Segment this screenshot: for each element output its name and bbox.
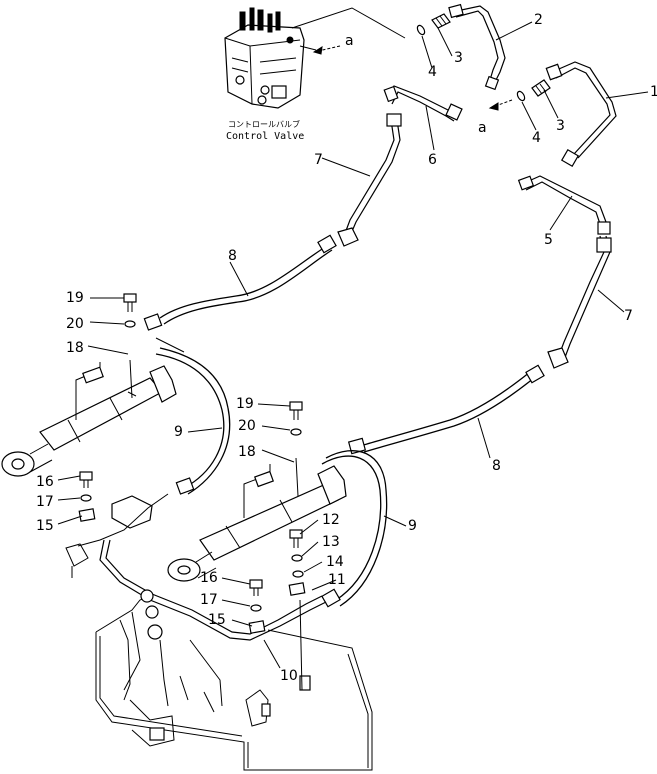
valve-port-leader — [291, 7, 406, 39]
pipe-6 — [383, 85, 463, 122]
pipe-5 — [517, 175, 611, 235]
bolt-12 — [289, 529, 303, 548]
callout-18-right: 18 — [238, 444, 256, 460]
pipe-2 — [448, 3, 506, 91]
callout-19-left: 19 — [66, 290, 84, 306]
callout-11: 11 — [328, 572, 346, 588]
clamp-15-right — [248, 620, 266, 634]
callout-20-right: 20 — [238, 418, 256, 434]
callout-17-right: 17 — [200, 592, 218, 608]
callout-18-left: 18 — [66, 340, 84, 356]
fitting-set-upper — [416, 13, 451, 36]
callout-13: 13 — [322, 534, 340, 550]
callout-8-upper: 8 — [228, 248, 237, 264]
bolt-19-left — [123, 293, 137, 312]
callout-4-lower: 4 — [532, 130, 541, 146]
callout-16-left: 16 — [36, 474, 54, 490]
clamp-11 — [288, 582, 306, 596]
hose-9-right — [321, 450, 388, 608]
valve-caption-english: Control Valve — [226, 131, 304, 142]
fitting-set-right — [516, 79, 551, 102]
callout-12: 12 — [322, 512, 340, 528]
callout-16-right: 16 — [200, 570, 218, 586]
washer-17-right — [250, 604, 262, 612]
callout-1: 1 — [650, 84, 657, 100]
hose-8-lower — [347, 364, 545, 455]
callout-7-right: 7 — [624, 308, 633, 324]
bolt-16-right — [249, 579, 263, 596]
bolt-19-right — [289, 401, 303, 420]
machine-frame — [95, 589, 373, 771]
washer-14 — [292, 570, 304, 578]
control-valve — [224, 7, 317, 109]
washer-17-left — [80, 494, 92, 502]
pipe-7-right — [547, 235, 612, 369]
view-label-a-lower: a — [478, 120, 487, 136]
washer-20-left — [124, 320, 136, 328]
bolt-16-left — [79, 471, 93, 488]
callout-4-upper: 4 — [428, 64, 437, 80]
view-label-a-upper: a — [345, 33, 354, 49]
callout-15-left: 15 — [36, 518, 54, 534]
callout-14: 14 — [326, 554, 344, 570]
callout-3-upper: 3 — [454, 50, 463, 66]
callout-9-left: 9 — [174, 424, 183, 440]
view-arrow-a-lower — [488, 99, 513, 111]
view-arrow-a-upper — [312, 45, 341, 55]
pipe-10 — [65, 493, 327, 641]
callout-5: 5 — [544, 232, 553, 248]
pipe-1 — [545, 61, 617, 168]
callout-10: 10 — [280, 668, 298, 684]
callout-15-right: 15 — [208, 612, 226, 628]
hose-9-left — [155, 337, 231, 495]
callout-2: 2 — [534, 12, 543, 28]
callout-3-lower: 3 — [556, 118, 565, 134]
washer-13 — [291, 554, 303, 562]
callout-9-right: 9 — [408, 518, 417, 534]
callout-19-right: 19 — [236, 396, 254, 412]
callout-7-left: 7 — [314, 152, 323, 168]
valve-caption-japanese: コントロールバルブ — [228, 119, 300, 129]
callout-8-lower: 8 — [492, 458, 501, 474]
callout-6: 6 — [428, 152, 437, 168]
callout-17-left: 17 — [36, 494, 54, 510]
hydraulic-cylinder-left — [1, 359, 177, 477]
washer-20-right — [290, 428, 302, 436]
hydraulic-cylinder-right — [167, 457, 347, 582]
callout-20-left: 20 — [66, 316, 84, 332]
hose-8-upper — [143, 234, 337, 331]
clamp-15-left — [78, 508, 96, 522]
leader-lines — [57, 21, 649, 669]
pipe-7-left — [337, 113, 402, 247]
